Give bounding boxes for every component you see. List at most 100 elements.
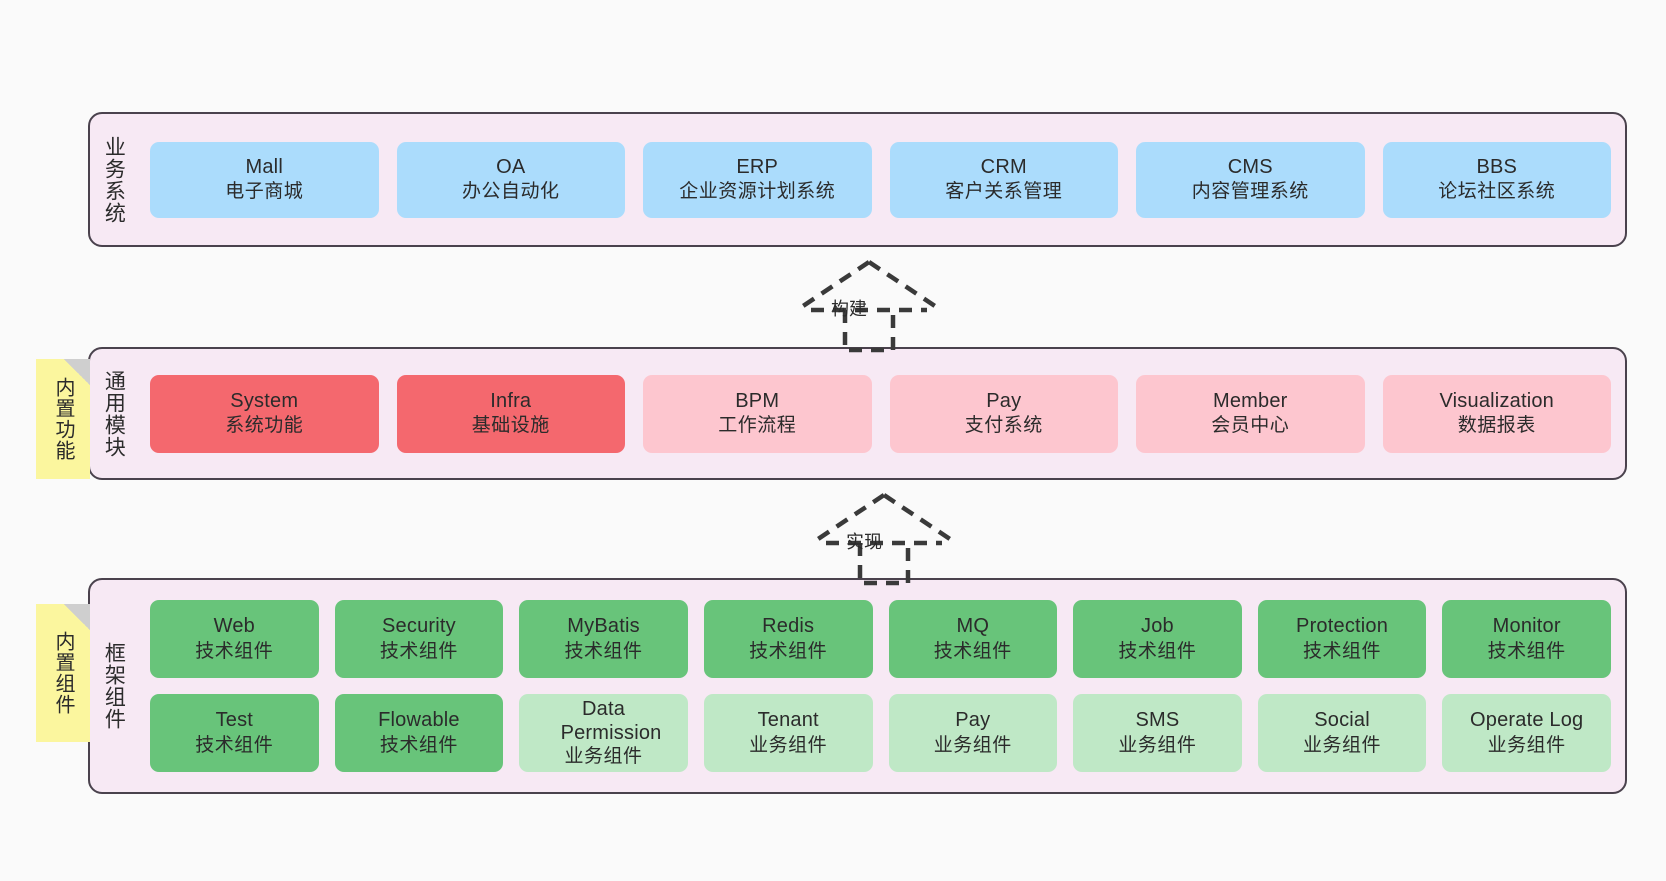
layer-body-business-system: Mall 电子商城 OA 办公自动化 ERP 企业资源计划系统 CRM 客户关系… — [136, 114, 1625, 245]
node-web[interactable]: Web 技术组件 — [150, 600, 319, 678]
node-title: Flowable — [378, 709, 460, 732]
node-row: Test 技术组件 Flowable 技术组件 Data Permission … — [150, 694, 1611, 772]
sticky-note-builtin-components: 内置组件 — [36, 604, 90, 742]
node-row: Mall 电子商城 OA 办公自动化 ERP 企业资源计划系统 CRM 客户关系… — [150, 141, 1611, 218]
node-pay[interactable]: Pay 支付系统 — [889, 374, 1118, 453]
node-subtitle: 支付系统 — [964, 415, 1043, 437]
node-subtitle: 技术组件 — [933, 640, 1012, 662]
node-title: Pay — [955, 709, 991, 732]
node-subtitle: 电子商城 — [225, 181, 304, 203]
node-member[interactable]: Member 会员中心 — [1136, 374, 1365, 453]
node-title: Social — [1314, 709, 1370, 732]
node-title: Mall — [245, 155, 283, 178]
node-test[interactable]: Test 技术组件 — [150, 694, 319, 772]
node-cms[interactable]: CMS 内容管理系统 — [1136, 141, 1365, 218]
node-title: Protection — [1296, 615, 1389, 638]
node-title: Operate Log — [1469, 709, 1584, 732]
node-title: BPM — [735, 389, 780, 412]
node-security[interactable]: Security 技术组件 — [334, 600, 504, 678]
node-oa[interactable]: OA 办公自动化 — [396, 141, 625, 218]
node-system[interactable]: System 系统功能 — [150, 374, 379, 453]
node-bpm[interactable]: BPM 工作流程 — [643, 374, 872, 453]
node-title: CMS — [1227, 155, 1273, 178]
node-title: BBS — [1476, 155, 1518, 178]
node-title: OA — [496, 155, 526, 178]
node-subtitle: 基础设施 — [471, 415, 550, 437]
node-subtitle: 技术组件 — [749, 640, 828, 662]
node-mall[interactable]: Mall 电子商城 — [150, 141, 379, 218]
node-subtitle: 业务组件 — [933, 734, 1012, 756]
node-erp[interactable]: ERP 企业资源计划系统 — [643, 141, 872, 218]
node-title: Web — [213, 615, 255, 638]
layer-title-framework-component: 框架组件 — [102, 642, 126, 730]
node-redis[interactable]: Redis 技术组件 — [703, 600, 873, 678]
node-infra[interactable]: Infra 基础设施 — [396, 374, 625, 453]
node-subtitle: 业务组件 — [1118, 734, 1197, 756]
node-sms[interactable]: SMS 业务组件 — [1073, 694, 1242, 772]
node-subtitle: 客户关系管理 — [945, 181, 1063, 203]
node-title: CRM — [980, 155, 1027, 178]
node-protection[interactable]: Protection 技术组件 — [1257, 600, 1427, 678]
node-title: Tenant — [757, 709, 819, 732]
node-bbs[interactable]: BBS 论坛社区系统 — [1382, 141, 1611, 218]
node-title: ERP — [736, 155, 779, 178]
node-monitor[interactable]: Monitor 技术组件 — [1442, 600, 1611, 678]
node-subtitle: 业务组件 — [1303, 734, 1382, 756]
node-job[interactable]: Job 技术组件 — [1073, 600, 1242, 678]
sticky-note-label: 内置组件 — [52, 631, 74, 715]
node-subtitle: 技术组件 — [379, 734, 458, 756]
node-flowable[interactable]: Flowable 技术组件 — [334, 694, 504, 772]
node-mybatis[interactable]: MyBatis 技术组件 — [519, 600, 688, 678]
page-fold-icon — [64, 359, 90, 385]
node-title: Security — [382, 615, 456, 638]
node-subtitle: 办公自动化 — [461, 181, 560, 203]
node-visualization[interactable]: Visualization 数据报表 — [1382, 374, 1611, 453]
connector-implement: 实现 — [810, 493, 962, 586]
node-row: Web 技术组件 Security 技术组件 MyBatis 技术组件 Redi… — [150, 600, 1611, 678]
node-title: Member — [1212, 389, 1288, 412]
node-tenant[interactable]: Tenant 业务组件 — [703, 694, 873, 772]
node-subtitle: 工作流程 — [718, 415, 797, 437]
dashed-hollow-arrow-icon — [795, 260, 943, 353]
node-subtitle: 业务组件 — [1487, 734, 1566, 756]
node-title: System — [230, 389, 299, 412]
node-subtitle: 数据报表 — [1457, 415, 1536, 437]
layer-title-business-system: 业务系统 — [102, 135, 126, 224]
node-title: Data Permission — [560, 698, 662, 745]
node-subtitle: 技术组件 — [1487, 640, 1566, 662]
node-title: Monitor — [1492, 615, 1561, 638]
node-pay-component[interactable]: Pay 业务组件 — [888, 694, 1058, 772]
node-operate-log[interactable]: Operate Log 业务组件 — [1442, 694, 1611, 772]
node-subtitle: 会员中心 — [1211, 415, 1290, 437]
node-mq[interactable]: MQ 技术组件 — [888, 600, 1058, 678]
node-crm[interactable]: CRM 客户关系管理 — [889, 141, 1118, 218]
node-social[interactable]: Social 业务组件 — [1257, 694, 1427, 772]
node-subtitle: 技术组件 — [1303, 640, 1382, 662]
node-subtitle: 技术组件 — [195, 734, 274, 756]
node-title: Test — [215, 709, 254, 732]
layer-body-framework-component: Web 技术组件 Security 技术组件 MyBatis 技术组件 Redi… — [136, 580, 1625, 792]
sticky-note-builtin-features: 内置功能 — [36, 359, 90, 479]
node-subtitle: 技术组件 — [564, 640, 643, 662]
node-subtitle: 业务组件 — [749, 734, 828, 756]
node-subtitle: 企业资源计划系统 — [679, 181, 836, 203]
node-title: SMS — [1135, 709, 1180, 732]
layer-framework-component[interactable]: 框架组件 Web 技术组件 Security 技术组件 MyBatis 技术组件… — [88, 578, 1627, 794]
node-title: Infra — [490, 389, 532, 412]
layer-common-module[interactable]: 通用模块 System 系统功能 Infra 基础设施 BPM 工作流程 Pay… — [88, 347, 1627, 480]
connector-label-implement: 实现 — [846, 532, 882, 552]
node-subtitle: 论坛社区系统 — [1438, 181, 1556, 203]
node-subtitle: 内容管理系统 — [1191, 181, 1309, 203]
node-data-permission[interactable]: Data Permission 业务组件 — [519, 694, 688, 772]
layer-business-system[interactable]: 业务系统 Mall 电子商城 OA 办公自动化 ERP 企业资源计划系统 CRM… — [88, 112, 1627, 247]
node-title: Pay — [986, 389, 1022, 412]
node-subtitle: 技术组件 — [195, 640, 274, 662]
node-title: Job — [1141, 615, 1174, 638]
connector-build: 构建 — [795, 260, 947, 353]
page-fold-icon — [64, 604, 90, 630]
layer-title-common-module: 通用模块 — [102, 369, 126, 458]
dashed-hollow-arrow-icon — [810, 493, 958, 586]
node-subtitle: 系统功能 — [225, 415, 304, 437]
layer-body-common-module: System 系统功能 Infra 基础设施 BPM 工作流程 Pay 支付系统… — [136, 349, 1625, 478]
